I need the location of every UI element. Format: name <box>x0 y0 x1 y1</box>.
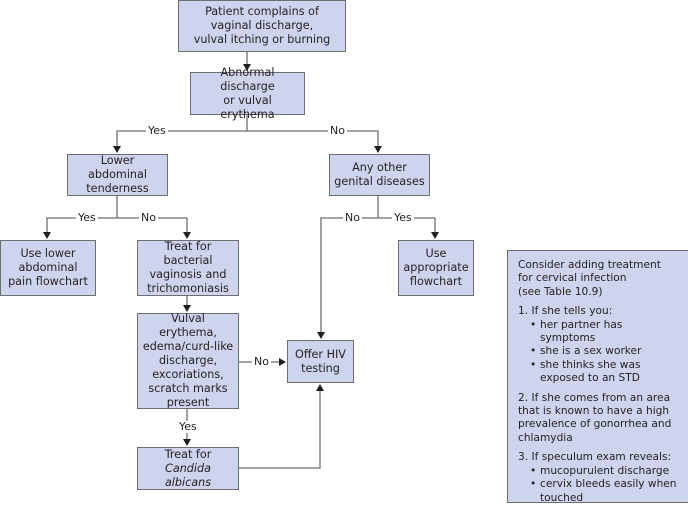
label-lower-no: No <box>139 211 158 224</box>
node-vulval-erythema: Vulval erythema, edema/curd-like dischar… <box>137 312 239 409</box>
node-candida-organism: Candida albicans <box>164 461 212 489</box>
node-start: Patient complains of vaginal discharge, … <box>178 0 346 52</box>
note-item-3: 3. If speculum exam reveals: mucopurulen… <box>518 451 680 505</box>
node-lower-abdominal-tenderness: Lower abdominal tenderness <box>67 154 168 196</box>
node-start-line: vaginal discharge, <box>210 19 314 32</box>
label-other-yes: Yes <box>392 211 414 224</box>
label-vulval-yes: Yes <box>177 420 199 433</box>
node-vulval-line: edema/curd-like <box>142 340 234 353</box>
node-use-lower-abd-line: Use lower <box>20 247 76 260</box>
note-bullet: she is a sex worker <box>530 345 680 359</box>
node-use-appropriate-flowchart: Use appropriate flowchart <box>398 240 474 296</box>
node-use-appropriate-line: Use <box>425 247 447 260</box>
note-bullet: mucopurulent discharge <box>530 465 680 479</box>
edge-other-no <box>317 217 378 339</box>
node-treat-bv-line: vaginosis and <box>149 268 227 281</box>
node-vulval-line: present <box>166 396 210 409</box>
node-hiv-line: Offer HIV <box>295 347 346 361</box>
node-other-genital-line: genital diseases <box>334 175 425 188</box>
node-start-line: Patient complains of <box>205 5 319 18</box>
note-intro-line: for cervical infection <box>518 272 627 285</box>
label-abnormal-no: No <box>328 124 347 137</box>
node-lower-abd-line: Lower abdominal <box>88 154 147 181</box>
note-item-2: 2. If she comes from an area that is kno… <box>518 392 680 446</box>
node-abnormal-line: Abnormal discharge <box>220 65 275 93</box>
node-vulval-line: scratch marks <box>148 382 228 395</box>
note-bullet: cervix bleeds easily when touched <box>530 478 680 505</box>
label-abnormal-yes: Yes <box>146 124 168 137</box>
node-offer-hiv-testing: Offer HIV testing <box>287 340 354 383</box>
note-intro-line: (see Table 10.9) <box>518 285 603 298</box>
node-abnormal-discharge: Abnormal discharge or vulval erythema <box>190 66 305 121</box>
node-use-lower-abd-line: pain flowchart <box>8 275 88 288</box>
note-item-2-text: 2. If she comes from an area that is kno… <box>518 391 672 444</box>
note-intro-line: Consider adding treatment <box>518 259 661 271</box>
node-use-appropriate-line: flowchart <box>409 275 463 288</box>
node-use-lower-abd-line: abdominal <box>18 261 78 274</box>
node-candida-line: Treat for <box>164 447 212 461</box>
node-vulval-line: Vulval erythema, <box>159 312 217 339</box>
label-vulval-no: No <box>252 355 271 368</box>
label-other-no: No <box>343 211 362 224</box>
cervical-infection-note: Consider adding treatment for cervical i… <box>507 250 688 505</box>
note-item-1: 1. If she tells you: her partner has sym… <box>518 305 680 385</box>
node-vulval-line: excoriations, <box>152 368 224 381</box>
node-use-lower-abdominal-flowchart: Use lower abdominal pain flowchart <box>0 240 96 296</box>
node-hiv-line: testing <box>301 361 340 375</box>
node-start-line: vulval itching or burning <box>193 33 331 46</box>
node-treat-bv-trichomoniasis: Treat for bacterial vaginosis and tricho… <box>137 240 239 296</box>
node-other-genital-diseases: Any other genital diseases <box>329 154 430 196</box>
note-item-3-bullets: mucopurulent discharge cervix bleeds eas… <box>518 465 680 505</box>
node-use-appropriate-line: appropriate <box>403 261 469 274</box>
edge-abnormal-no <box>247 130 382 153</box>
note-bullet: her partner has symptoms <box>530 319 680 346</box>
note-item-1-bullets: her partner has symptoms she is a sex wo… <box>518 319 680 386</box>
node-treat-candida: Treat for Candida albicans <box>137 447 239 490</box>
note-item-1-heading: 1. If she tells you: <box>518 305 613 318</box>
label-lower-yes: Yes <box>76 211 98 224</box>
note-intro: Consider adding treatment for cervical i… <box>518 259 680 299</box>
edge-abnormal-yes <box>113 130 247 153</box>
node-other-genital-line: Any other <box>352 161 407 174</box>
note-bullet: she thinks she was exposed to an STD <box>530 359 680 386</box>
node-treat-bv-line: trichomoniasis <box>147 282 229 295</box>
edge-candida-to-hiv <box>239 384 324 469</box>
node-abnormal-line: or vulval erythema <box>220 93 275 121</box>
note-item-3-heading: 3. If speculum exam reveals: <box>518 451 672 464</box>
node-vulval-line: discharge, <box>158 354 218 367</box>
node-lower-abd-line: tenderness <box>86 182 149 195</box>
node-treat-bv-line: Treat for bacterial <box>163 240 213 267</box>
